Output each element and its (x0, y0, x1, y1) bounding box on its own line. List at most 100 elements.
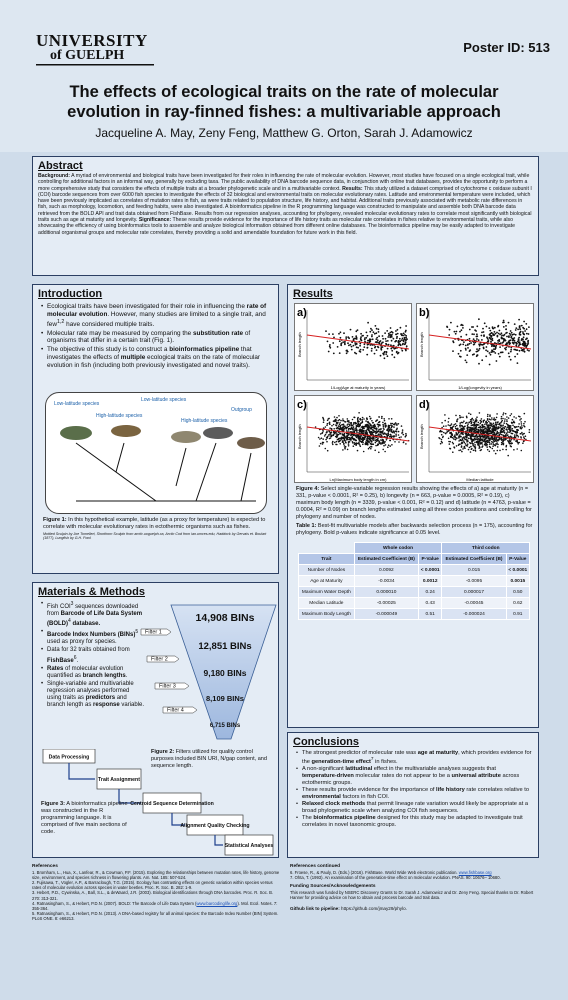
scatter-point (490, 334, 493, 337)
scatter-point (495, 416, 498, 419)
scatter-point (520, 418, 522, 420)
scatter-point (505, 346, 508, 349)
scatter-point (480, 435, 482, 438)
scatter-point (483, 343, 485, 346)
scatter-point (503, 339, 506, 342)
scatter-point (446, 431, 448, 434)
conclusions-section: Conclusions The strongest predictor of m… (287, 732, 539, 858)
scatter-point (496, 446, 499, 448)
scatter-point (469, 426, 472, 429)
scatter-point (461, 433, 464, 435)
scatter-point (375, 327, 378, 330)
scatter-c: c)Ln(Maximum body length in cm)Branch le… (297, 399, 410, 482)
scatter-point (394, 340, 397, 343)
scatter-point (496, 421, 499, 424)
scatter-point (377, 346, 380, 349)
scatter-point (493, 348, 495, 350)
reference-6-link[interactable]: www.fishbase.org (458, 870, 492, 876)
scatter-point (359, 342, 362, 345)
github-link[interactable]: https://github.com/jmay29/phylo. (341, 905, 407, 911)
x-axis-label: Median latitude (466, 477, 494, 482)
scatter-point (527, 333, 530, 335)
scatter-point (474, 329, 476, 331)
scatter-point (491, 339, 494, 342)
scatter-point (355, 336, 358, 339)
scatter-point (352, 426, 355, 428)
t: 1,2 (56, 318, 65, 325)
col-est-2: Estimated Coefficient (B) (441, 553, 507, 565)
scatter-point (328, 422, 331, 424)
scatter-point (459, 330, 461, 333)
t: multiple (120, 353, 146, 361)
scatter-point (499, 351, 502, 354)
scatter-point (447, 421, 450, 423)
scatter-point (332, 443, 334, 446)
scatter-point (507, 440, 510, 443)
scatter-point (355, 330, 358, 333)
scatter-point (462, 448, 464, 450)
scatter-point (507, 417, 510, 419)
scatter-point (485, 438, 487, 440)
scatter-point (509, 414, 511, 417)
scatter-point (370, 417, 372, 420)
scatter-point (476, 325, 479, 328)
scatter-point (488, 352, 491, 354)
scatter-point (497, 332, 500, 335)
scatter-point (516, 431, 518, 433)
scatter-point (507, 425, 509, 427)
scatter-point (487, 426, 490, 429)
scatter-point (346, 426, 348, 429)
reference-4-link[interactable]: www.barcodinglife.org (196, 900, 238, 906)
scatter-point (367, 425, 370, 427)
scatter-point (471, 426, 473, 429)
scatter-point (390, 347, 393, 350)
scatter-point (339, 426, 342, 428)
scatter-point (361, 420, 364, 423)
scatter-point (346, 424, 348, 426)
scatter-point (511, 333, 514, 336)
scatter-point (368, 415, 371, 418)
scatter-point (394, 441, 396, 443)
poster-title: The effects of ecological traits on the … (20, 82, 548, 122)
scatter-point (510, 425, 512, 427)
scatter-point (355, 352, 358, 355)
scatter-point (497, 443, 499, 446)
scatter-point (350, 433, 353, 436)
scatter-point (494, 352, 497, 354)
scatter-point (365, 331, 368, 334)
scatter-point (491, 440, 493, 443)
scatter-point (370, 327, 372, 330)
scatter-point (336, 416, 338, 419)
scatter-point (359, 417, 362, 420)
scatter-point (477, 443, 480, 446)
scatter-point (464, 347, 467, 350)
scatter-point (371, 420, 373, 422)
scatter-point (354, 428, 356, 430)
scatter-point (489, 430, 492, 433)
scatter-point (457, 418, 459, 420)
scatter-point (343, 439, 346, 442)
pipeline-label-4: Alignment Quality Checking (180, 823, 249, 829)
scatter-point (355, 338, 358, 340)
concl-bullet-1: The strongest predictor of molecular rat… (296, 750, 532, 765)
scatter-point (496, 413, 498, 415)
scatter-point (472, 433, 474, 436)
scatter-point (330, 431, 333, 433)
authors: Jacqueline A. May, Zeny Feng, Matthew G.… (95, 126, 473, 140)
scatter-point (368, 340, 371, 343)
scatter-point (490, 418, 492, 421)
scatter-point (489, 332, 492, 335)
scatter-point (475, 427, 477, 430)
scatter-point (444, 432, 447, 435)
scatter-point (380, 439, 382, 441)
t: branch lengths (82, 672, 126, 679)
scatter-point (500, 441, 503, 444)
scatter-point (330, 427, 333, 430)
scatter-point (376, 423, 379, 425)
scatter-point (502, 424, 504, 426)
scatter-point (451, 441, 454, 444)
intro-bullet-1: Ecological traits have been investigated… (41, 303, 270, 329)
scatter-point (454, 332, 457, 335)
scatter-point (512, 424, 514, 427)
